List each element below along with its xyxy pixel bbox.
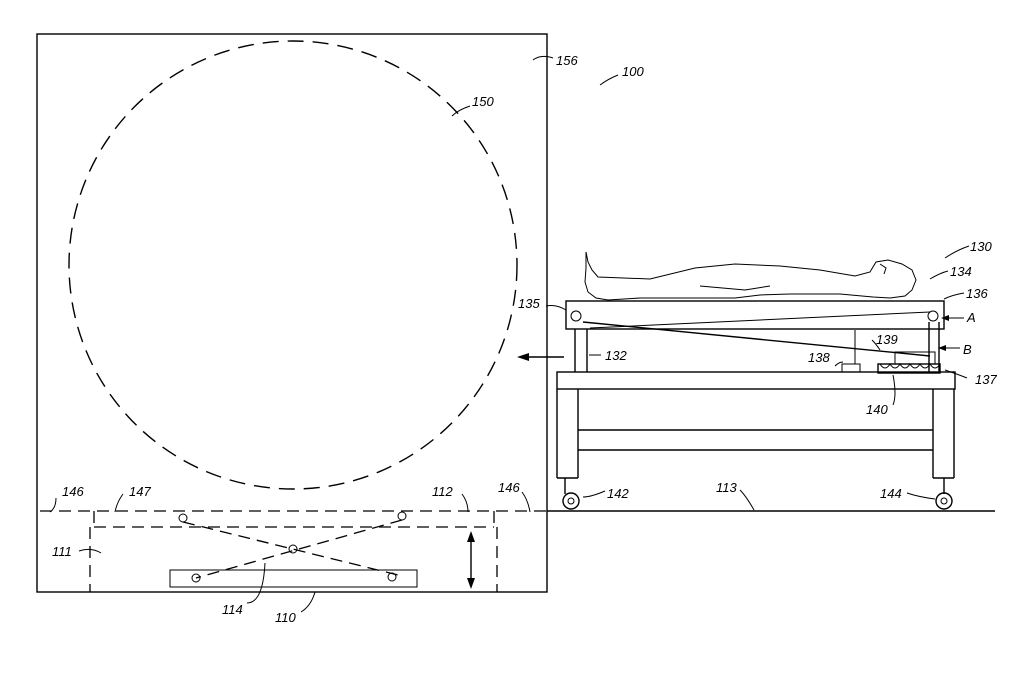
label-114: 114 [222, 602, 243, 617]
label-135: 135 [518, 296, 540, 311]
label-132: 132 [605, 348, 627, 363]
label-A: A [966, 310, 976, 325]
label-134: 134 [950, 264, 972, 279]
lift-base [169, 569, 418, 588]
label-130: 130 [970, 239, 992, 254]
scissor-lift [182, 519, 403, 579]
label-139: 139 [876, 332, 898, 347]
label-146-right: 146 [498, 480, 520, 495]
lift-platform [89, 511, 498, 592]
position-arrows [938, 315, 964, 351]
label-111: 111 [52, 544, 72, 559]
label-147: 147 [129, 484, 151, 499]
label-142: 142 [607, 486, 629, 501]
label-156: 156 [556, 53, 578, 68]
transport-cart [556, 300, 956, 510]
label-136: 136 [966, 286, 988, 301]
label-144: 144 [880, 486, 902, 501]
leader-lines [49, 55, 970, 613]
patient-figure [584, 251, 917, 301]
bore-circle [68, 40, 518, 490]
label-150: 150 [472, 94, 494, 109]
label-100: 100 [622, 64, 644, 79]
label-137: 137 [975, 372, 997, 387]
label-140: 140 [866, 402, 888, 417]
label-113: 113 [716, 480, 737, 495]
label-B: B [963, 342, 972, 357]
vertical-arrow [467, 531, 475, 589]
label-110: 110 [275, 610, 296, 625]
label-138: 138 [808, 350, 830, 365]
transfer-arrow [517, 353, 564, 361]
label-146-left: 146 [62, 484, 84, 499]
label-112: 112 [432, 484, 453, 499]
imaging-housing [36, 33, 548, 593]
